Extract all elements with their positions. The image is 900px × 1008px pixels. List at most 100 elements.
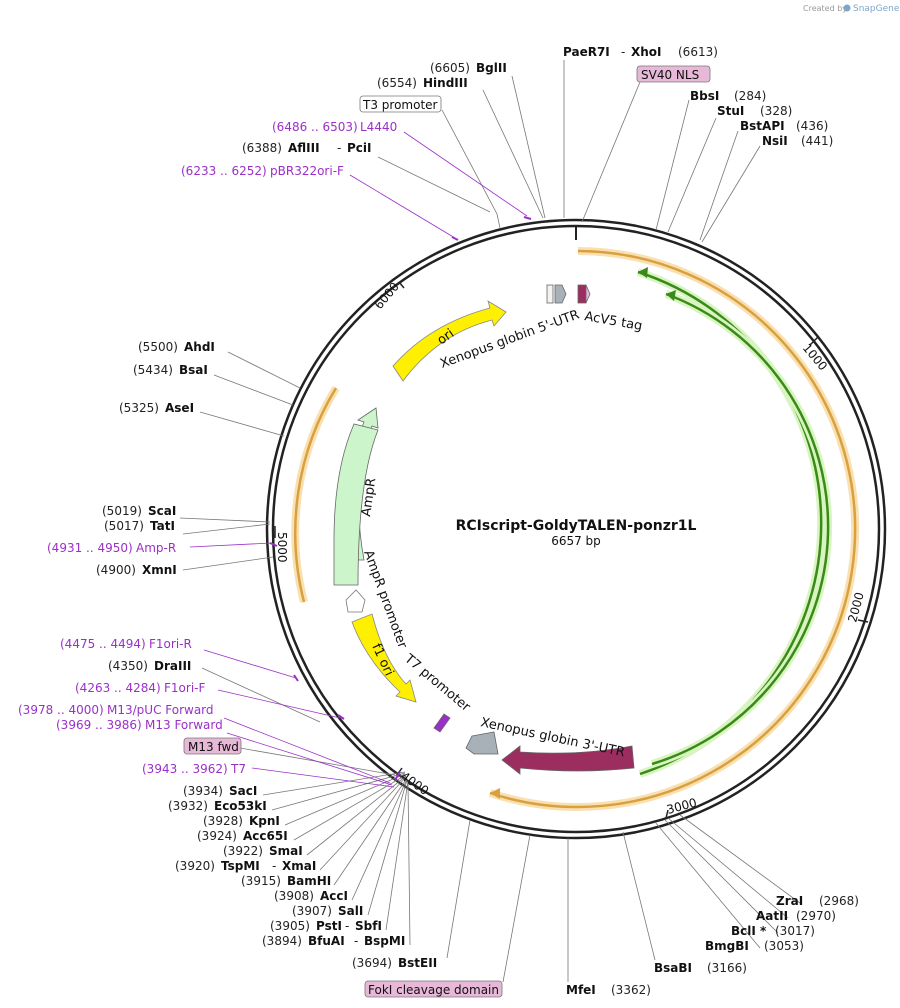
primer-leader-lines (189, 131, 528, 788)
ori-feature[interactable] (392, 300, 507, 382)
enzyme-bglii[interactable]: (6605) BglII (430, 61, 507, 75)
svg-text:DraIII: DraIII (154, 659, 191, 673)
svg-text:(3362): (3362) (611, 983, 651, 997)
svg-text:BsaI: BsaI (179, 363, 208, 377)
enzyme-bsabi[interactable]: BsaBI (3166) (654, 961, 747, 975)
f1-ori-feature[interactable] (351, 613, 417, 703)
enzyme-asei[interactable]: (5325) AseI (119, 401, 194, 415)
svg-text:KpnI: KpnI (249, 814, 280, 828)
svg-text:T7: T7 (230, 762, 246, 776)
enzyme-acci[interactable]: (3908) AccI (274, 889, 348, 903)
svg-text:(4350): (4350) (108, 659, 148, 673)
svg-text:(328): (328) (760, 104, 792, 118)
enzyme-tspmi-xmai[interactable]: (3920) TspMI - XmaI (175, 859, 316, 873)
svg-text:SalI: SalI (338, 904, 363, 918)
svg-text:-: - (337, 141, 341, 155)
enzyme-xmni[interactable]: (4900) XmnI (96, 563, 177, 577)
xenopus-5utr-feature[interactable] (546, 284, 567, 304)
enzyme-afliii-pcii[interactable]: (6388) AflIII - PciI (242, 141, 372, 155)
svg-text:(3166): (3166) (707, 961, 747, 975)
enzyme-smai[interactable]: (3922) SmaI (223, 844, 303, 858)
m13-fwd-box[interactable]: M13 fwd (183, 737, 242, 755)
svg-text:M13 Forward: M13 Forward (145, 718, 223, 732)
enzyme-mfei[interactable]: MfeI (3362) (566, 983, 651, 997)
ampr-feature[interactable] (333, 407, 379, 586)
svg-text:NsiI: NsiI (762, 134, 788, 148)
enzyme-bstapi[interactable]: BstAPI (436) (740, 119, 828, 133)
ampr-promoter-feature[interactable] (345, 589, 366, 613)
svg-text:(3894): (3894) (262, 934, 302, 948)
enzyme-psti-sbfi[interactable]: (3905) PstI - SbfI (270, 919, 382, 933)
foki-box[interactable]: FokI cleavage domain (364, 980, 503, 998)
xenopus-3utr-feature[interactable] (501, 745, 635, 775)
primer-m13-puc-forward[interactable]: (3978 .. 4000) M13/pUC Forward (18, 703, 214, 717)
orange-feature-right[interactable] (488, 247, 860, 811)
svg-text:(5500): (5500) (138, 340, 178, 354)
enzyme-bfuai-bspmi[interactable]: (3894) BfuAI - BspMI (262, 934, 405, 948)
svg-text:(3943 .. 3962): (3943 .. 3962) (142, 762, 228, 776)
xenopus-3utr-gray-feature[interactable] (465, 731, 499, 755)
primer-m13-forward[interactable]: (3969 .. 3986) M13 Forward (56, 718, 223, 732)
enzyme-bbsi[interactable]: BbsI (284) (690, 89, 766, 103)
svg-text:(6613): (6613) (678, 45, 718, 59)
enzyme-ahdi[interactable]: (5500) AhdI (138, 340, 215, 354)
svg-text:(3017): (3017) (775, 924, 815, 938)
enzyme-zrai[interactable]: ZraI (2968) (776, 894, 859, 908)
t7-promoter-feature[interactable] (433, 713, 451, 733)
sv40-nls-box[interactable]: SV40 NLS (636, 65, 711, 83)
enzyme-bmgbi[interactable]: BmgBI (3053) (705, 939, 804, 953)
svg-text:(441): (441) (801, 134, 833, 148)
credit-created-by: Created by (803, 4, 847, 13)
enzyme-stui[interactable]: StuI (328) (717, 104, 792, 118)
plasmid-name: RCIscript-GoldyTALEN-ponzr1L (456, 518, 697, 534)
svg-text:(2968): (2968) (819, 894, 859, 908)
enzyme-bcli[interactable]: BclI * (3017) (731, 924, 815, 938)
svg-text:-: - (354, 934, 358, 948)
svg-text:FokI cleavage domain: FokI cleavage domain (368, 983, 499, 997)
svg-text:M13/pUC Forward: M13/pUC Forward (107, 703, 214, 717)
enzyme-bsteii[interactable]: (3694) BstEII (352, 956, 437, 970)
svg-text:(3978 .. 4000): (3978 .. 4000) (18, 703, 104, 717)
t3-promoter-box[interactable]: T3 promoter (359, 95, 442, 113)
enzyme-hindiii[interactable]: (6554) HindIII (377, 76, 468, 90)
svg-text:(3694): (3694) (352, 956, 392, 970)
svg-text:AseI: AseI (165, 401, 194, 415)
svg-text:ScaI: ScaI (148, 504, 176, 518)
svg-text:MfeI: MfeI (566, 983, 596, 997)
enzyme-nsii[interactable]: NsiI (441) (762, 134, 833, 148)
enzyme-sali[interactable]: (3907) SalI (292, 904, 363, 918)
svg-text:Amp-R: Amp-R (136, 541, 176, 555)
svg-text:(6605): (6605) (430, 61, 470, 75)
enzyme-tati[interactable]: (5017) TatI (104, 519, 175, 533)
enzyme-bamhi[interactable]: (3915) BamHI (241, 874, 331, 888)
primer-amp-r[interactable]: (4931 .. 4950) Amp-R (47, 541, 176, 555)
enzyme-kpni[interactable]: (3928) KpnI (203, 814, 280, 828)
enzyme-draiii[interactable]: (4350) DraIII (108, 659, 191, 673)
svg-text:BstEII: BstEII (398, 956, 437, 970)
acv5-tag-label: AcV5 tag (583, 309, 643, 334)
enzyme-bsai[interactable]: (5434) BsaI (133, 363, 208, 377)
svg-text:F1ori-R: F1ori-R (149, 637, 192, 651)
svg-text:PstI: PstI (316, 919, 342, 933)
green-feature-inner[interactable] (650, 290, 833, 768)
svg-text:BamHI: BamHI (287, 874, 331, 888)
enzyme-saci[interactable]: (3934) SacI (183, 784, 257, 798)
enzyme-eco53ki[interactable]: (3932) Eco53kI (168, 799, 267, 813)
orange-feature-left[interactable] (291, 385, 340, 603)
enzyme-paer7i-xhoi[interactable]: PaeR7I - XhoI (6613) (563, 45, 718, 59)
primer-pbr322ori-f[interactable]: (6233 .. 6252) pBR322ori-F (181, 164, 344, 178)
ampr-label: AmpR (359, 477, 379, 518)
svg-text:(3969 .. 3986): (3969 .. 3986) (56, 718, 142, 732)
svg-text:(5017): (5017) (104, 519, 144, 533)
primer-l4440[interactable]: (6486 .. 6503) L4440 (272, 120, 397, 134)
enzyme-acc65i[interactable]: (3924) Acc65I (197, 829, 288, 843)
primer-f1ori-f[interactable]: (4263 .. 4284) F1ori-F (75, 681, 205, 695)
primer-f1ori-r[interactable]: (4475 .. 4494) F1ori-R (60, 637, 192, 651)
svg-text:(3920): (3920) (175, 859, 215, 873)
enzyme-scai[interactable]: (5019) ScaI (102, 504, 176, 518)
primer-t7[interactable]: (3943 .. 3962) T7 (142, 762, 246, 776)
svg-text:(436): (436) (796, 119, 828, 133)
svg-text:TspMI: TspMI (221, 859, 260, 873)
enzyme-aatii[interactable]: AatII (2970) (756, 909, 836, 923)
acv5-tag-feature[interactable] (577, 284, 591, 304)
